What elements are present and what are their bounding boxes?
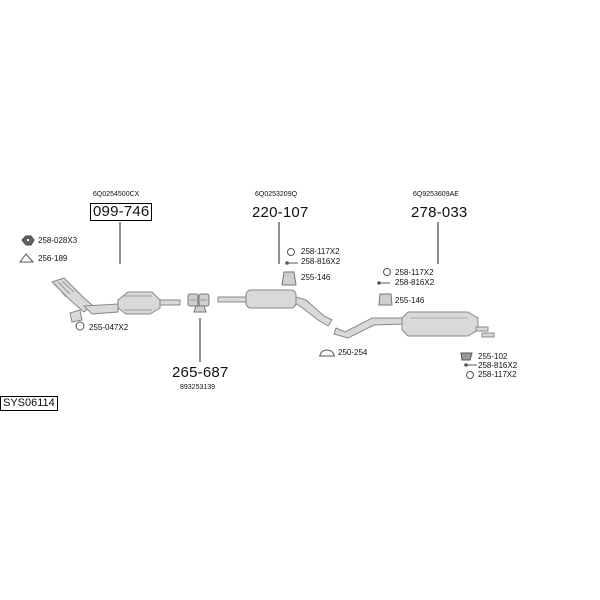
part-number[interactable]: 278-033 [411,204,468,221]
clamp [187,293,210,313]
oem-number: 893253139 [180,384,216,391]
small-part-label[interactable]: 255-102 [478,352,508,361]
part-number[interactable]: 220-107 [252,204,309,221]
bolt-258-816X2-center [285,261,298,265]
oem-number: 6Q9253609AE [413,191,459,198]
small-part-label[interactable]: 258-816X2 [478,361,518,370]
bolt-258-816X2-rear-lower [464,363,477,367]
small-part-label[interactable]: 255-146 [395,296,425,305]
small-part-label[interactable]: 255-047X2 [89,323,129,332]
small-part-label[interactable]: 258-117X2 [395,268,434,277]
gasket-255-047X2 [75,321,85,331]
small-part-label[interactable]: 255-146 [301,273,331,282]
gasket-256-189 [19,253,35,263]
hanger-255-146-center [281,271,297,286]
small-part-label[interactable]: 256-189 [38,254,68,263]
hanger-255-102 [460,352,473,361]
ring-258-117X2-center [287,248,295,256]
part-number[interactable]: 099-746 [90,203,153,221]
ring-258-117X2-rear [383,268,391,276]
center-muffler [217,289,333,327]
small-part-label[interactable]: 258-028X3 [38,236,78,245]
ring-250-254 [319,349,335,357]
bolt-258-816X2-rear [377,281,390,285]
oem-number: 6Q0253209Q [255,191,298,198]
diagram-id-label: SYS06114 [0,396,58,411]
front-pipe [51,277,119,323]
hanger-255-146-rear [378,293,393,306]
small-part-label[interactable]: 258-117X2 [301,247,340,256]
intermediate-pipe [333,317,409,339]
catalytic-converter [117,291,181,315]
rear-muffler [401,311,495,338]
ring-258-117X2-rear-lower [466,371,474,379]
oem-number: 6Q0254500CX [93,191,140,198]
nut-258-028X3 [21,235,35,246]
small-part-label[interactable]: 258-117X2 [478,370,517,379]
small-part-label[interactable]: 250-254 [338,348,368,357]
small-part-label[interactable]: 258-816X2 [301,257,341,266]
small-part-label[interactable]: 258-816X2 [395,278,435,287]
part-number[interactable]: 265-687 [172,364,229,381]
